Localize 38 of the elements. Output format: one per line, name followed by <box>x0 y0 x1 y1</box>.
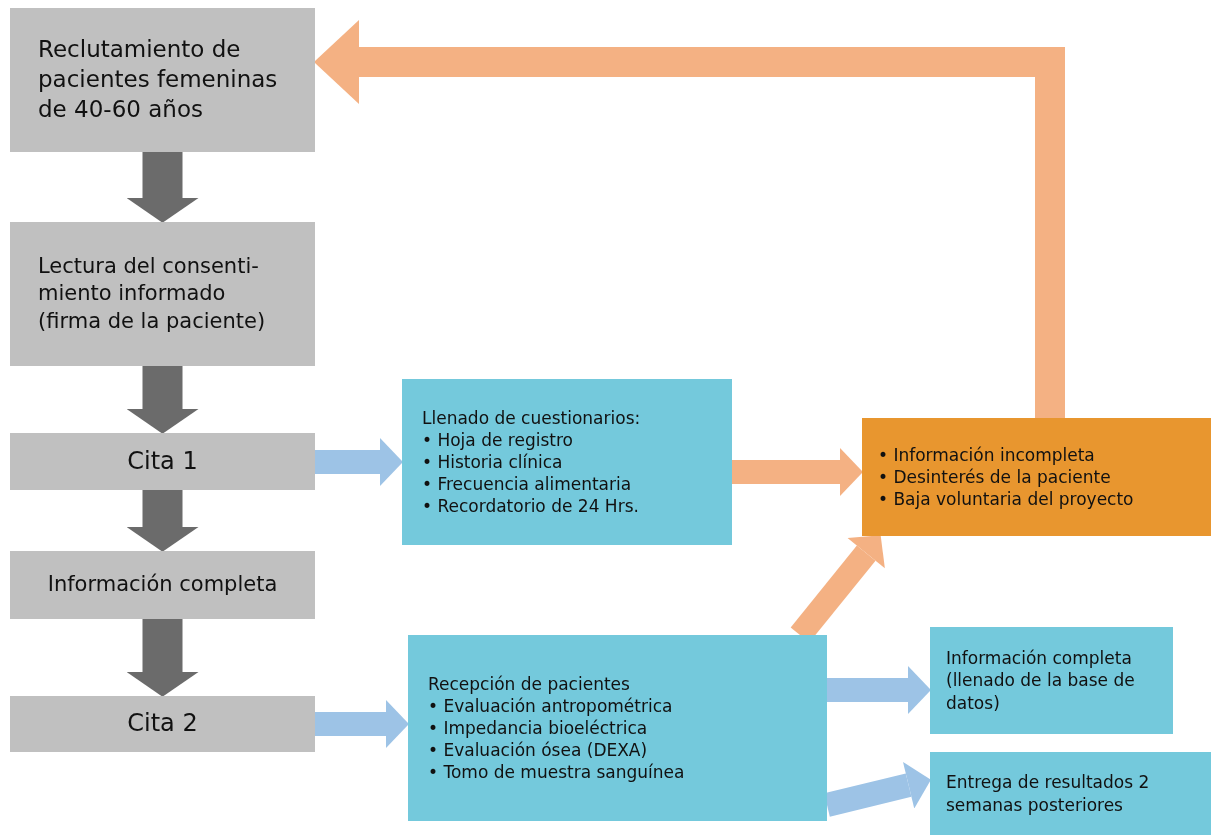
box-text: Cita 1 <box>126 445 199 477</box>
box-text: Entrega de resultados 2 semanas posteriores <box>946 771 1151 816</box>
list-item: • Evaluación ósea (DEXA) <box>428 739 649 762</box>
exclusion-box <box>862 418 1211 536</box>
block-arrow <box>315 438 403 486</box>
list-item: • Evaluación antropométrica <box>428 694 674 717</box>
list-item: • Información incompleta <box>878 443 1096 466</box>
process-box <box>10 222 315 366</box>
outcome-box <box>930 752 1211 835</box>
block-arrow <box>126 490 199 552</box>
activity-box <box>408 635 827 821</box>
block-arrow <box>315 700 409 748</box>
list-item: • Baja voluntaria del proyecto <box>878 488 1135 511</box>
block-arrow <box>732 448 863 496</box>
process-box <box>10 433 315 490</box>
box-text: Lectura del consenti-miento informado (firma de la paciente) <box>38 253 267 335</box>
box-text: Información completa (llenado de la base de datos) <box>946 647 1136 714</box>
block-arrow <box>126 152 199 223</box>
list-item: • Frecuencia alimentaria <box>422 473 633 496</box>
outcome-box <box>930 627 1173 734</box>
block-arrow <box>827 666 931 714</box>
box-text: Cita 2 <box>126 708 199 740</box>
list-item: • Hoja de registro <box>422 428 574 451</box>
block-arrow <box>126 619 199 697</box>
process-box <box>10 8 315 152</box>
list-item: • Tomo de muestra sanguínea <box>428 761 686 784</box>
box-text: Recepción de pacientes <box>428 672 631 695</box>
activity-box <box>402 379 732 545</box>
list-item: • Desinterés de la paciente <box>878 465 1112 489</box>
list-item: • Impedancia bioeléctrica <box>428 716 649 740</box>
box-text: Información completa <box>46 571 279 599</box>
box-text: Llenado de cuestionarios: <box>422 406 642 429</box>
list-item: • Recordatorio de 24 Hrs. <box>422 495 640 518</box>
process-box <box>10 696 315 752</box>
box-text: Reclutamiento de pacientes femeninas de 40-60 años <box>38 35 279 124</box>
block-arrow <box>126 366 199 434</box>
list-item: • Historia clínica <box>422 450 564 474</box>
process-box <box>10 551 315 619</box>
